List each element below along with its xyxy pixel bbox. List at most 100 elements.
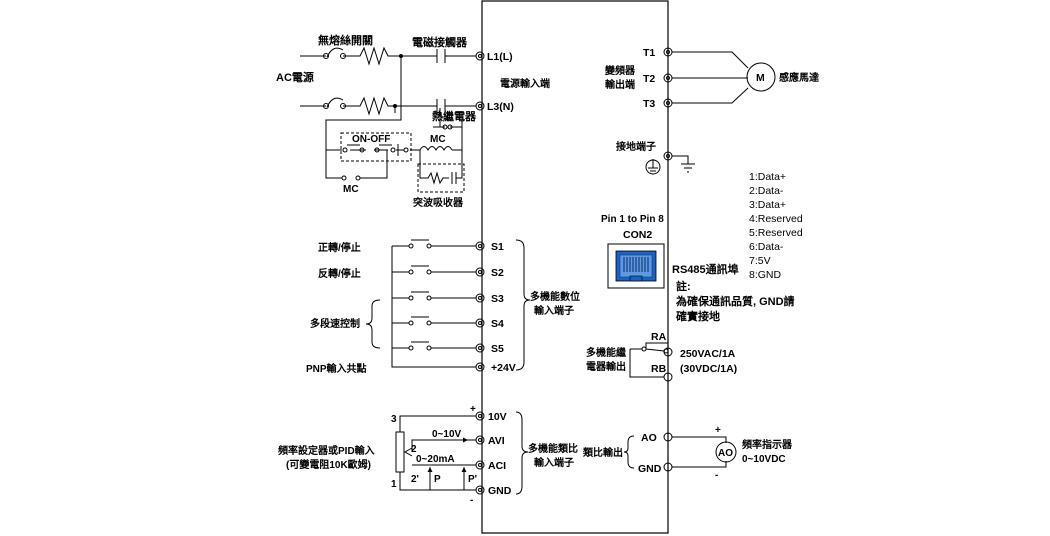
motor [746, 62, 776, 92]
ma-range-label: 0~20mA [416, 454, 455, 465]
pot-pin-1: 1 [391, 479, 397, 490]
10v-label: 10V [488, 411, 507, 423]
pot-10v-wire [399, 415, 476, 432]
pot-gnd-wire [399, 472, 476, 491]
rs485-note-1: 註: [676, 279, 691, 293]
s2-label: S2 [491, 267, 504, 279]
analog-group-label-2: 輸入端子 [534, 456, 574, 469]
surge-absorber [419, 150, 463, 185]
aci-label: ACI [488, 460, 506, 472]
pot-avi-wire [411, 439, 476, 452]
relay-label-1: 多機能繼 [586, 346, 626, 359]
rs485-pin-1: 1:Data+ [749, 171, 786, 183]
v-range-label: 0~10V [432, 429, 462, 440]
rs485-pin-6: 6:Data- [749, 241, 784, 253]
potentiometer [395, 431, 405, 473]
relay-label-2: 電器輸出 [586, 360, 626, 373]
pot-label-1: 頻率設定器或PID輸入 [278, 444, 375, 457]
p-label-pprime: P' [468, 474, 477, 485]
digital-common-bus [391, 246, 476, 368]
digital-label-forward: 正轉/停止 [318, 241, 361, 254]
motor-wires [672, 51, 749, 104]
rs485-note-3: 確實接地 [676, 309, 720, 323]
motor-label: 感應馬達 [779, 71, 819, 84]
analog-group-label-1: 多機能類比 [528, 442, 578, 455]
l1-label: L1(L) [487, 51, 513, 63]
l3-label: L3(N) [487, 101, 514, 113]
ao-meter-wires [672, 436, 727, 468]
l3-wire [300, 96, 476, 116]
relay-ra-label: RA [651, 331, 667, 343]
l1-wire [300, 46, 476, 66]
avi-label: AVI [488, 435, 505, 447]
analog-terminals [475, 411, 485, 495]
mc-hold-wire [325, 150, 388, 179]
rs485-pin-title: Pin 1 to Pin 8 [601, 214, 664, 225]
plus24v-label: +24V [491, 362, 516, 374]
ao-meter-label: 頻率指示器 [742, 438, 793, 451]
ao-output-label: 類比輸出 [582, 446, 623, 459]
pot-pin-3: 3 [391, 414, 397, 425]
relay-terminal-2 [663, 372, 673, 382]
rs485-pin-3: 3:Data+ [749, 199, 786, 211]
p-label-2prime: 2' [411, 474, 419, 485]
rs485-port-icon [607, 243, 665, 289]
gnd-label: GND [488, 485, 512, 497]
ground-wire [672, 155, 695, 173]
rs485-connector-label: CON2 [623, 229, 652, 241]
ground-terminal-label: 接地端子 [616, 140, 656, 153]
l3-terminal [475, 101, 485, 111]
relay-rating-1: 250VAC/1A [680, 348, 736, 360]
s5-label: S5 [491, 343, 504, 355]
mc-contact-label: MC [343, 184, 359, 195]
ao-meter [715, 441, 737, 463]
control-feed-l1 [325, 56, 402, 150]
pot-wiper [403, 447, 413, 457]
ao-brace [623, 435, 635, 469]
digital-label-reverse: 反轉/停止 [318, 267, 361, 280]
rs485-pin-list: 1:Data+ 2:Data- 3:Data+ 4:Reserved 5:Res… [749, 171, 803, 281]
t2-label: T2 [643, 73, 655, 85]
rs485-port-label: RS485通訊埠 [672, 262, 739, 276]
pot-pin-2: 2 [411, 444, 417, 455]
inverter-output-label-1: 變頻器 [604, 64, 636, 77]
s1-label: S1 [491, 241, 504, 253]
mc-coil-label: MC [430, 134, 446, 145]
relay-rating-2: (30VDC/1A) [680, 363, 737, 375]
ao-terminal-label: AO [641, 432, 657, 444]
digital-group-brace [515, 239, 531, 371]
rs485-pin-5: 5:Reserved [749, 227, 803, 239]
ao-minus: - [715, 470, 718, 481]
motor-symbol: M [756, 72, 765, 84]
digital-label-pnp: PNP輸入共點 [306, 362, 367, 375]
ao-plus: + [715, 425, 721, 436]
analog-minus: - [470, 495, 473, 506]
mc-coil [419, 146, 453, 152]
analog-plus: + [470, 404, 476, 415]
rs485-pin-2: 2:Data- [749, 185, 784, 197]
thermal-relay-label: 熱繼電器 [432, 109, 477, 123]
digital-switches [392, 239, 476, 351]
on-off-switch-box [340, 132, 412, 162]
digital-label-multispeed: 多段速控制 [310, 317, 360, 330]
surge-absorber-label: 突波吸收器 [413, 196, 464, 209]
p-label-p: P [434, 474, 441, 485]
rs485-pin-7: 7:5V [749, 255, 771, 267]
surge-absorber-box [417, 163, 465, 193]
s3-label: S3 [491, 293, 504, 305]
ao-meter-range: 0~10VDC [742, 454, 786, 465]
rs485-pin-4: 4:Reserved [749, 213, 803, 225]
power-input-label: 電源輸入端 [500, 77, 550, 90]
ao-meter-symbol: AO [718, 448, 733, 459]
t3-label: T3 [643, 98, 655, 110]
contactor-label: 電磁接觸器 [412, 35, 468, 49]
thermal-relay-contact [433, 108, 463, 150]
pot-label-2: (可變電阻10K歐姆) [286, 458, 371, 471]
relay-contacts [629, 342, 668, 378]
digital-terminals [475, 241, 485, 372]
multispeed-brace [365, 299, 381, 349]
ac-power-label: AC電源 [276, 70, 314, 84]
rs485-note-2: 為確保通訊品質, GND請 [676, 294, 795, 308]
on-off-label: ON-OFF [352, 134, 390, 145]
